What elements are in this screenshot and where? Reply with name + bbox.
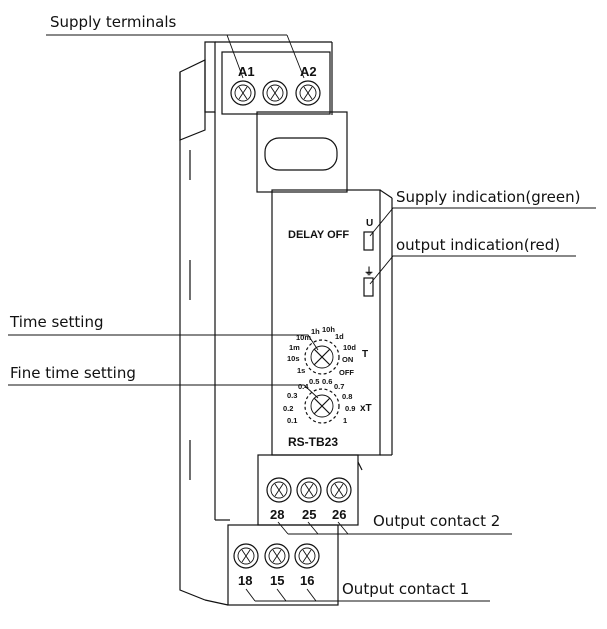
mode-label: DELAY OFF	[288, 229, 349, 241]
callout-output-indication-text: output indication(red)	[396, 236, 560, 254]
tick-0.1: 0.1	[287, 416, 297, 425]
screw-16[interactable]	[294, 543, 320, 569]
callout-supply-terminals: Supply terminals	[46, 13, 305, 79]
callout-supply-terminals-text: Supply terminals	[50, 13, 177, 31]
callout-output-contact-2: Output contact 2	[277, 512, 512, 535]
tick-10h: 10h	[322, 325, 335, 334]
terminal-label-18: 18	[238, 573, 252, 588]
callout-output-indication: output indication(red)	[369, 236, 576, 285]
tick-0.5: 0.5	[309, 377, 319, 386]
callout-output-contact-1: Output contact 1	[245, 580, 490, 602]
terminal-label-25: 25	[302, 507, 316, 522]
tick-1d: 1d	[335, 332, 344, 341]
tick-0.8: 0.8	[342, 392, 352, 401]
time-dial-ticks: 1s 10s 1m 10m 1h 10h 1d 10d ON OFF T	[287, 325, 368, 377]
tick-on: ON	[342, 355, 353, 364]
tick-1m: 1m	[289, 343, 300, 352]
supply-led-symbol: U	[366, 218, 373, 229]
tick-0.6: 0.6	[322, 377, 332, 386]
tick-0.2: 0.2	[283, 404, 293, 413]
model-label: RS-TB23	[288, 435, 338, 449]
tick-0.7: 0.7	[334, 382, 344, 391]
tick-10m: 10m	[296, 333, 311, 342]
screw-a2[interactable]	[295, 80, 321, 106]
fine-time-setting-dial[interactable]	[304, 388, 340, 424]
bottom-screws	[233, 543, 320, 569]
relay-housing	[179, 41, 393, 606]
callout-time-setting-text: Time setting	[9, 313, 103, 331]
supply-led	[363, 231, 374, 251]
callout-supply-indication: Supply indication(green)	[369, 188, 596, 237]
callout-output-contact-1-text: Output contact 1	[342, 580, 469, 598]
screw-15[interactable]	[264, 543, 290, 569]
time-dial-label: T	[362, 349, 368, 360]
top-screws	[230, 80, 321, 106]
screw-28[interactable]	[266, 477, 292, 503]
time-setting-dial[interactable]	[304, 339, 340, 375]
tick-1s: 1s	[297, 366, 305, 375]
screw-25[interactable]	[296, 477, 322, 503]
callout-fine-time-setting: Fine time setting	[8, 364, 319, 399]
screw-a1[interactable]	[230, 80, 256, 106]
tick-10s: 10s	[287, 354, 300, 363]
tick-1: 1	[343, 416, 347, 425]
output-led	[363, 277, 374, 297]
tick-1h: 1h	[311, 327, 320, 336]
callout-fine-time-setting-text: Fine time setting	[10, 364, 136, 382]
fine-dial-ticks: 0.1 0.2 0.3 0.4 0.5 0.6 0.7 0.8 0.9 1 xT	[283, 377, 372, 425]
screw-18[interactable]	[233, 543, 259, 569]
terminal-label-15: 15	[270, 573, 284, 588]
terminal-label-a2: A2	[300, 64, 317, 79]
terminal-label-28: 28	[270, 507, 284, 522]
output-led-symbol: ⏚	[364, 266, 374, 278]
terminal-label-26: 26	[332, 507, 346, 522]
callout-supply-indication-text: Supply indication(green)	[396, 188, 580, 206]
terminal-label-16: 16	[300, 573, 314, 588]
screw-26[interactable]	[326, 477, 352, 503]
tick-0.4: 0.4	[298, 382, 309, 391]
callout-output-contact-2-text: Output contact 2	[373, 512, 500, 530]
tick-0.3: 0.3	[287, 391, 297, 400]
callout-time-setting: Time setting	[8, 313, 319, 351]
fine-dial-label: xT	[360, 403, 372, 414]
tick-0.9: 0.9	[345, 404, 355, 413]
middle-screws	[266, 477, 352, 503]
tick-off: OFF	[339, 368, 354, 377]
screw-middle-top[interactable]	[262, 80, 288, 106]
tick-10d: 10d	[343, 343, 356, 352]
